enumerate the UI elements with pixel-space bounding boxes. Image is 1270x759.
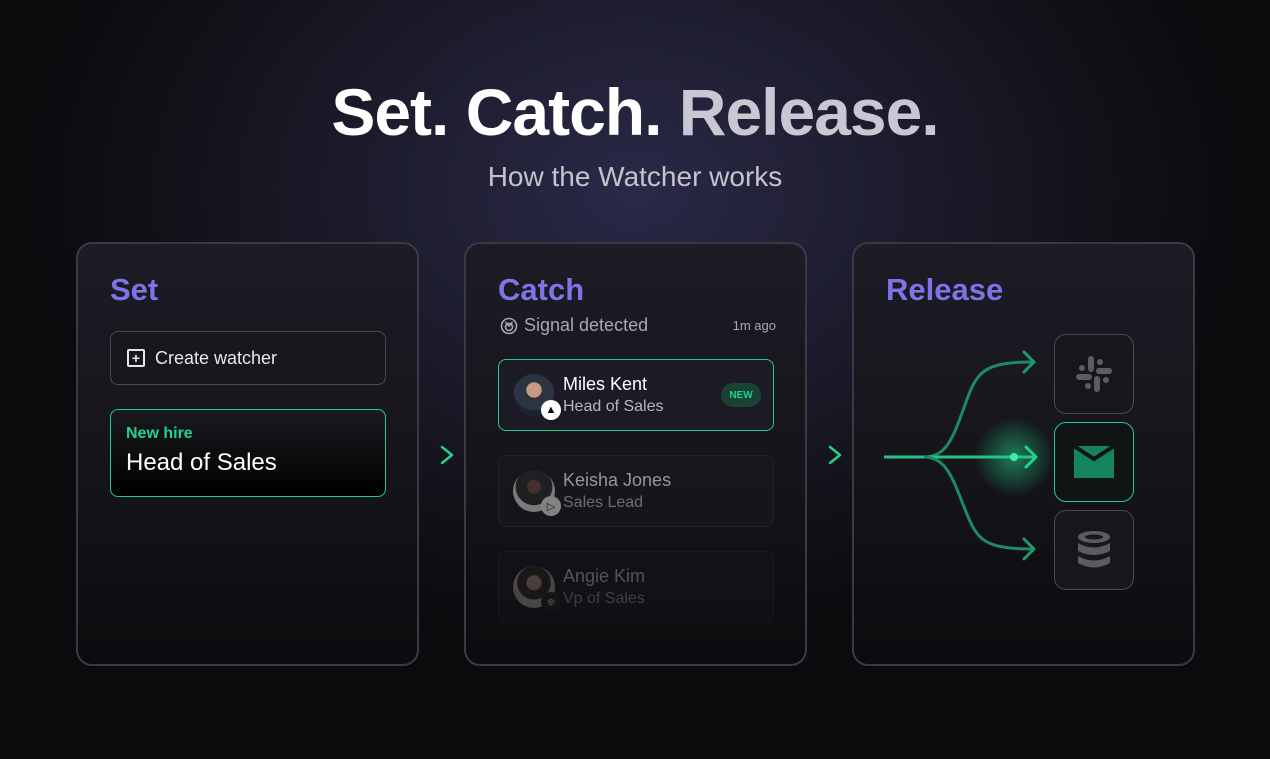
avatar: ❄ [513,566,561,612]
destination-email[interactable] [1054,422,1134,502]
play-icon: ▷ [541,496,561,516]
signal-icon [500,317,518,334]
person-role: Vp of Sales [563,590,645,607]
release-panel-title: Release [886,272,1004,307]
signal-time: 1m ago [732,318,776,333]
arrow-right-icon [392,445,454,465]
arrow-right-icon [780,445,842,465]
person-card[interactable]: ▲ Miles Kent Head of Sales NEW [498,359,774,431]
signal-status: Signal detected 1m ago [500,315,776,336]
person-name: Angie Kim [563,566,646,586]
new-badge: NEW [721,383,761,407]
destination-database[interactable] [1054,510,1134,590]
branch-connector-icon [884,350,1054,561]
watcher-card-value: Head of Sales [126,449,277,476]
person-role: Sales Lead [563,494,644,511]
destination-slack[interactable] [1054,334,1134,414]
avatar: ▷ [513,470,561,516]
mail-icon [1073,445,1115,478]
release-panel: Release [852,242,1195,666]
page-title: Set. Catch. Release. [0,74,1270,150]
snowflake-icon: ❄ [541,592,561,612]
avatar: ▲ [513,374,561,420]
slack-icon [1076,356,1112,392]
plus-square-icon: + [127,349,145,367]
signal-label: Signal detected [524,315,649,335]
set-panel: Set + Create watcher New hire Head of Sa… [76,242,419,666]
title-word-release: Release. [678,75,940,149]
bird-icon: ▲ [541,400,561,420]
person-role: Head of Sales [563,398,664,415]
create-watcher-button[interactable]: + Create watcher [110,331,386,385]
catch-panel-title: Catch [498,272,585,307]
person-card[interactable]: ▷ Keisha Jones Sales Lead [498,455,774,527]
catch-panel: Catch Signal detected 1m ago ▲ Miles Ken… [464,242,807,666]
title-word-catch: Catch. [465,75,663,149]
title-word-set: Set. [331,75,449,149]
person-card[interactable]: ❄ Angie Kim Vp of Sales [498,551,774,623]
person-name: Keisha Jones [563,470,672,490]
set-panel-title: Set [110,272,159,307]
page-subtitle: How the Watcher works [487,161,783,192]
database-icon [1078,531,1110,568]
watcher-card-label: New hire [126,425,193,442]
create-watcher-label: Create watcher [155,347,278,368]
person-name: Miles Kent [563,374,648,394]
watcher-card[interactable]: New hire Head of Sales [110,409,386,497]
